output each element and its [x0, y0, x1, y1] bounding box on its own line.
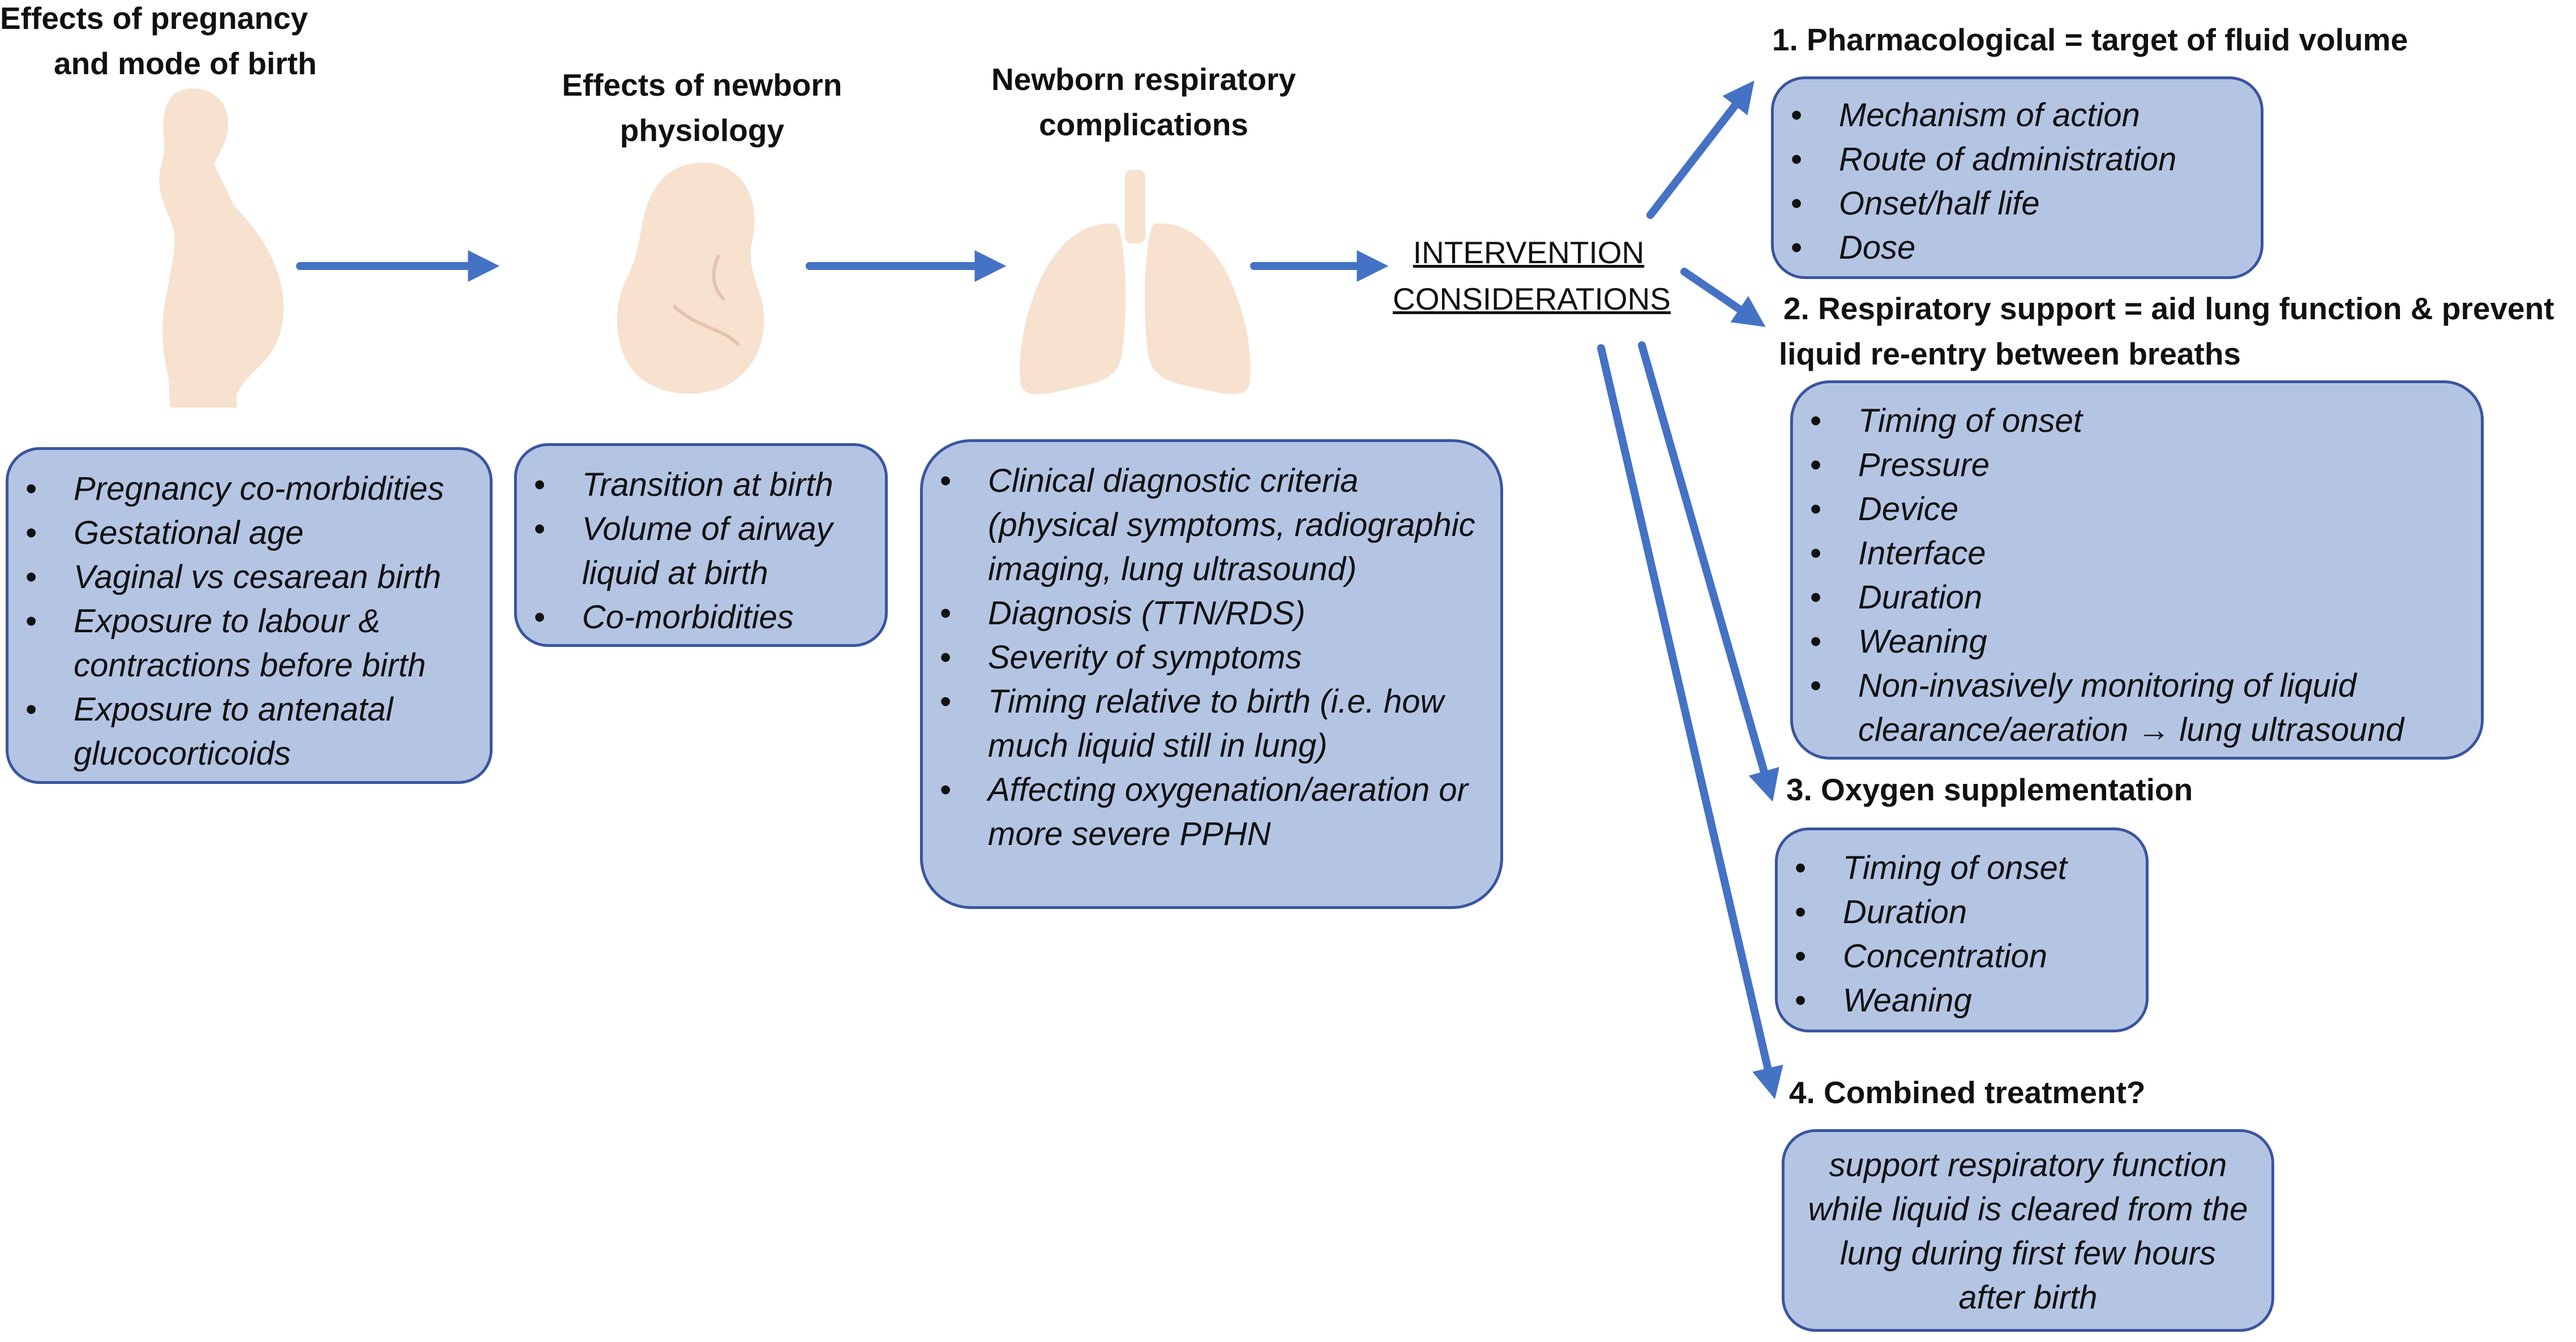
intervention-label: INTERVENTION CONSIDERATIONS	[1393, 235, 1671, 316]
list-item: Severity of symptoms	[923, 636, 1489, 680]
arrow-to-pharmacological	[1646, 80, 1755, 219]
list-item: Timing of onset	[1793, 399, 2470, 443]
list-item: Exposure to labour & contractions before…	[8, 599, 480, 688]
combined-treatment-box: support respiratory function while liqui…	[1782, 1129, 2274, 1332]
option-2-heading: 2. Respiratory support = aid lung functi…	[1779, 291, 2554, 371]
list-item: Timing relative to birth (i.e. how much …	[923, 680, 1489, 768]
respiratory-factors-box: Clinical diagnostic criteria (physical s…	[920, 439, 1503, 909]
lungs-icon	[1020, 170, 1251, 395]
option-4-heading: 4. Combined treatment?	[1789, 1075, 2146, 1110]
pharmacological-box: Mechanism of action Route of administrat…	[1771, 76, 2263, 279]
list-item: Duration	[1778, 890, 2140, 934]
combined-treatment-text: support respiratory function while liqui…	[1808, 1147, 2248, 1316]
respiratory-title: Newborn respiratory complications	[991, 62, 1296, 142]
list-item: Affecting oxygenation/aeration or more s…	[923, 768, 1489, 856]
list-item: Duration	[1793, 576, 2470, 620]
list-item: Weaning	[1793, 620, 2470, 664]
pregnancy-factors-box: Pregnancy co-morbidities Gestational age…	[6, 447, 493, 784]
pregnancy-title: Effects of pregnancy and mode of birth	[0, 1, 317, 81]
pregnant-woman-icon	[159, 88, 284, 408]
list-item: Pregnancy co-morbidities	[8, 467, 480, 511]
list-item: Vaginal vs cesarean birth	[8, 555, 480, 599]
arrow-to-respiratory-support	[1680, 268, 1766, 327]
list-item: Route of administration	[1774, 138, 2255, 182]
list-item: Weaning	[1778, 979, 2140, 1023]
list-item: Diagnosis (TTN/RDS)	[923, 591, 1489, 636]
respiratory-support-box: Timing of onset Pressure Device Interfac…	[1790, 380, 2484, 760]
list-item: Gestational age	[8, 511, 480, 555]
list-item: Device	[1793, 487, 2470, 531]
list-item: Volume of airway liquid at birth	[517, 507, 879, 595]
list-item: Interface	[1793, 531, 2470, 576]
option-3-heading: 3. Oxygen supplementation	[1786, 772, 2193, 807]
list-item: Clinical diagnostic criteria (physical s…	[923, 459, 1489, 591]
arrow-to-combined	[1597, 344, 1783, 1099]
list-item: Mechanism of action	[1774, 93, 2255, 138]
list-item: Exposure to antenatal glucocorticoids	[8, 688, 480, 776]
fetus-icon	[617, 162, 764, 394]
list-item: Co-morbidities	[517, 595, 879, 640]
list-item: Transition at birth	[517, 463, 879, 507]
newborn-title: Effects of newborn physiology	[562, 67, 842, 148]
newborn-factors-box: Transition at birth Volume of airway liq…	[514, 443, 888, 647]
option-1-heading: 1. Pharmacological = target of fluid vol…	[1772, 22, 2408, 57]
list-item: Timing of onset	[1778, 846, 2140, 890]
list-item: Concentration	[1778, 934, 2140, 979]
arrow-to-oxygen	[1638, 341, 1779, 802]
list-item: Non-invasively monitoring of liquid clea…	[1793, 664, 2470, 752]
list-item: Pressure	[1793, 443, 2470, 487]
list-item: Onset/half life	[1774, 182, 2255, 226]
list-item: Dose	[1774, 226, 2255, 270]
oxygen-box: Timing of onset Duration Concentration W…	[1775, 828, 2149, 1032]
